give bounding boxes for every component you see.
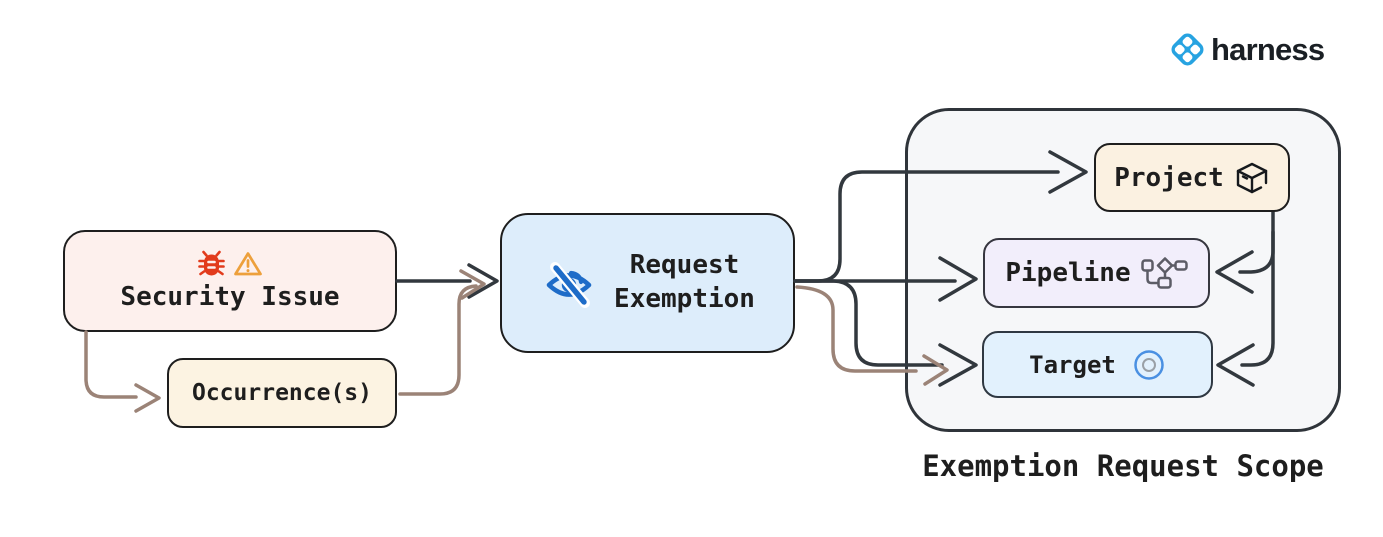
security-issue-icons (197, 250, 263, 277)
node-target: Target (982, 331, 1213, 398)
target-circle-icon (1134, 349, 1164, 380)
harness-logo: harness (1167, 29, 1325, 70)
harness-logo-icon (1171, 33, 1204, 66)
occurrences-label: Occurrence(s) (191, 380, 372, 406)
eye-off-icon (546, 262, 592, 308)
pipeline-flow-icon (1140, 256, 1188, 289)
target-label: Target (1029, 350, 1116, 379)
node-request-exemption: Request Exemption (500, 213, 795, 353)
bug-icon (198, 250, 225, 276)
security-issue-label: Security Issue (120, 282, 340, 312)
arrowhead-request-entry (467, 263, 499, 299)
arrow-occurrence-path-to-target (795, 285, 918, 373)
arrowhead-occurrences-entry (134, 383, 161, 413)
arrow-security-to-occurrences (84, 330, 138, 399)
node-pipeline: Pipeline (983, 238, 1210, 308)
harness-wordmark: harness (1211, 31, 1325, 67)
node-project: Project (1094, 143, 1290, 212)
pipeline-label: Pipeline (1005, 258, 1131, 288)
package-cube-icon (1236, 162, 1267, 193)
arrow-occurrences-to-request (398, 284, 478, 396)
scope-title: Exemption Request Scope (922, 449, 1324, 483)
node-security-issue: Security Issue (63, 230, 397, 332)
project-label: Project (1114, 162, 1224, 193)
warning-triangle-icon (234, 252, 262, 276)
node-occurrences: Occurrence(s) (167, 358, 397, 428)
request-exemption-label: Request Exemption (614, 250, 755, 314)
arrowhead-request-entry-brown (459, 269, 486, 300)
